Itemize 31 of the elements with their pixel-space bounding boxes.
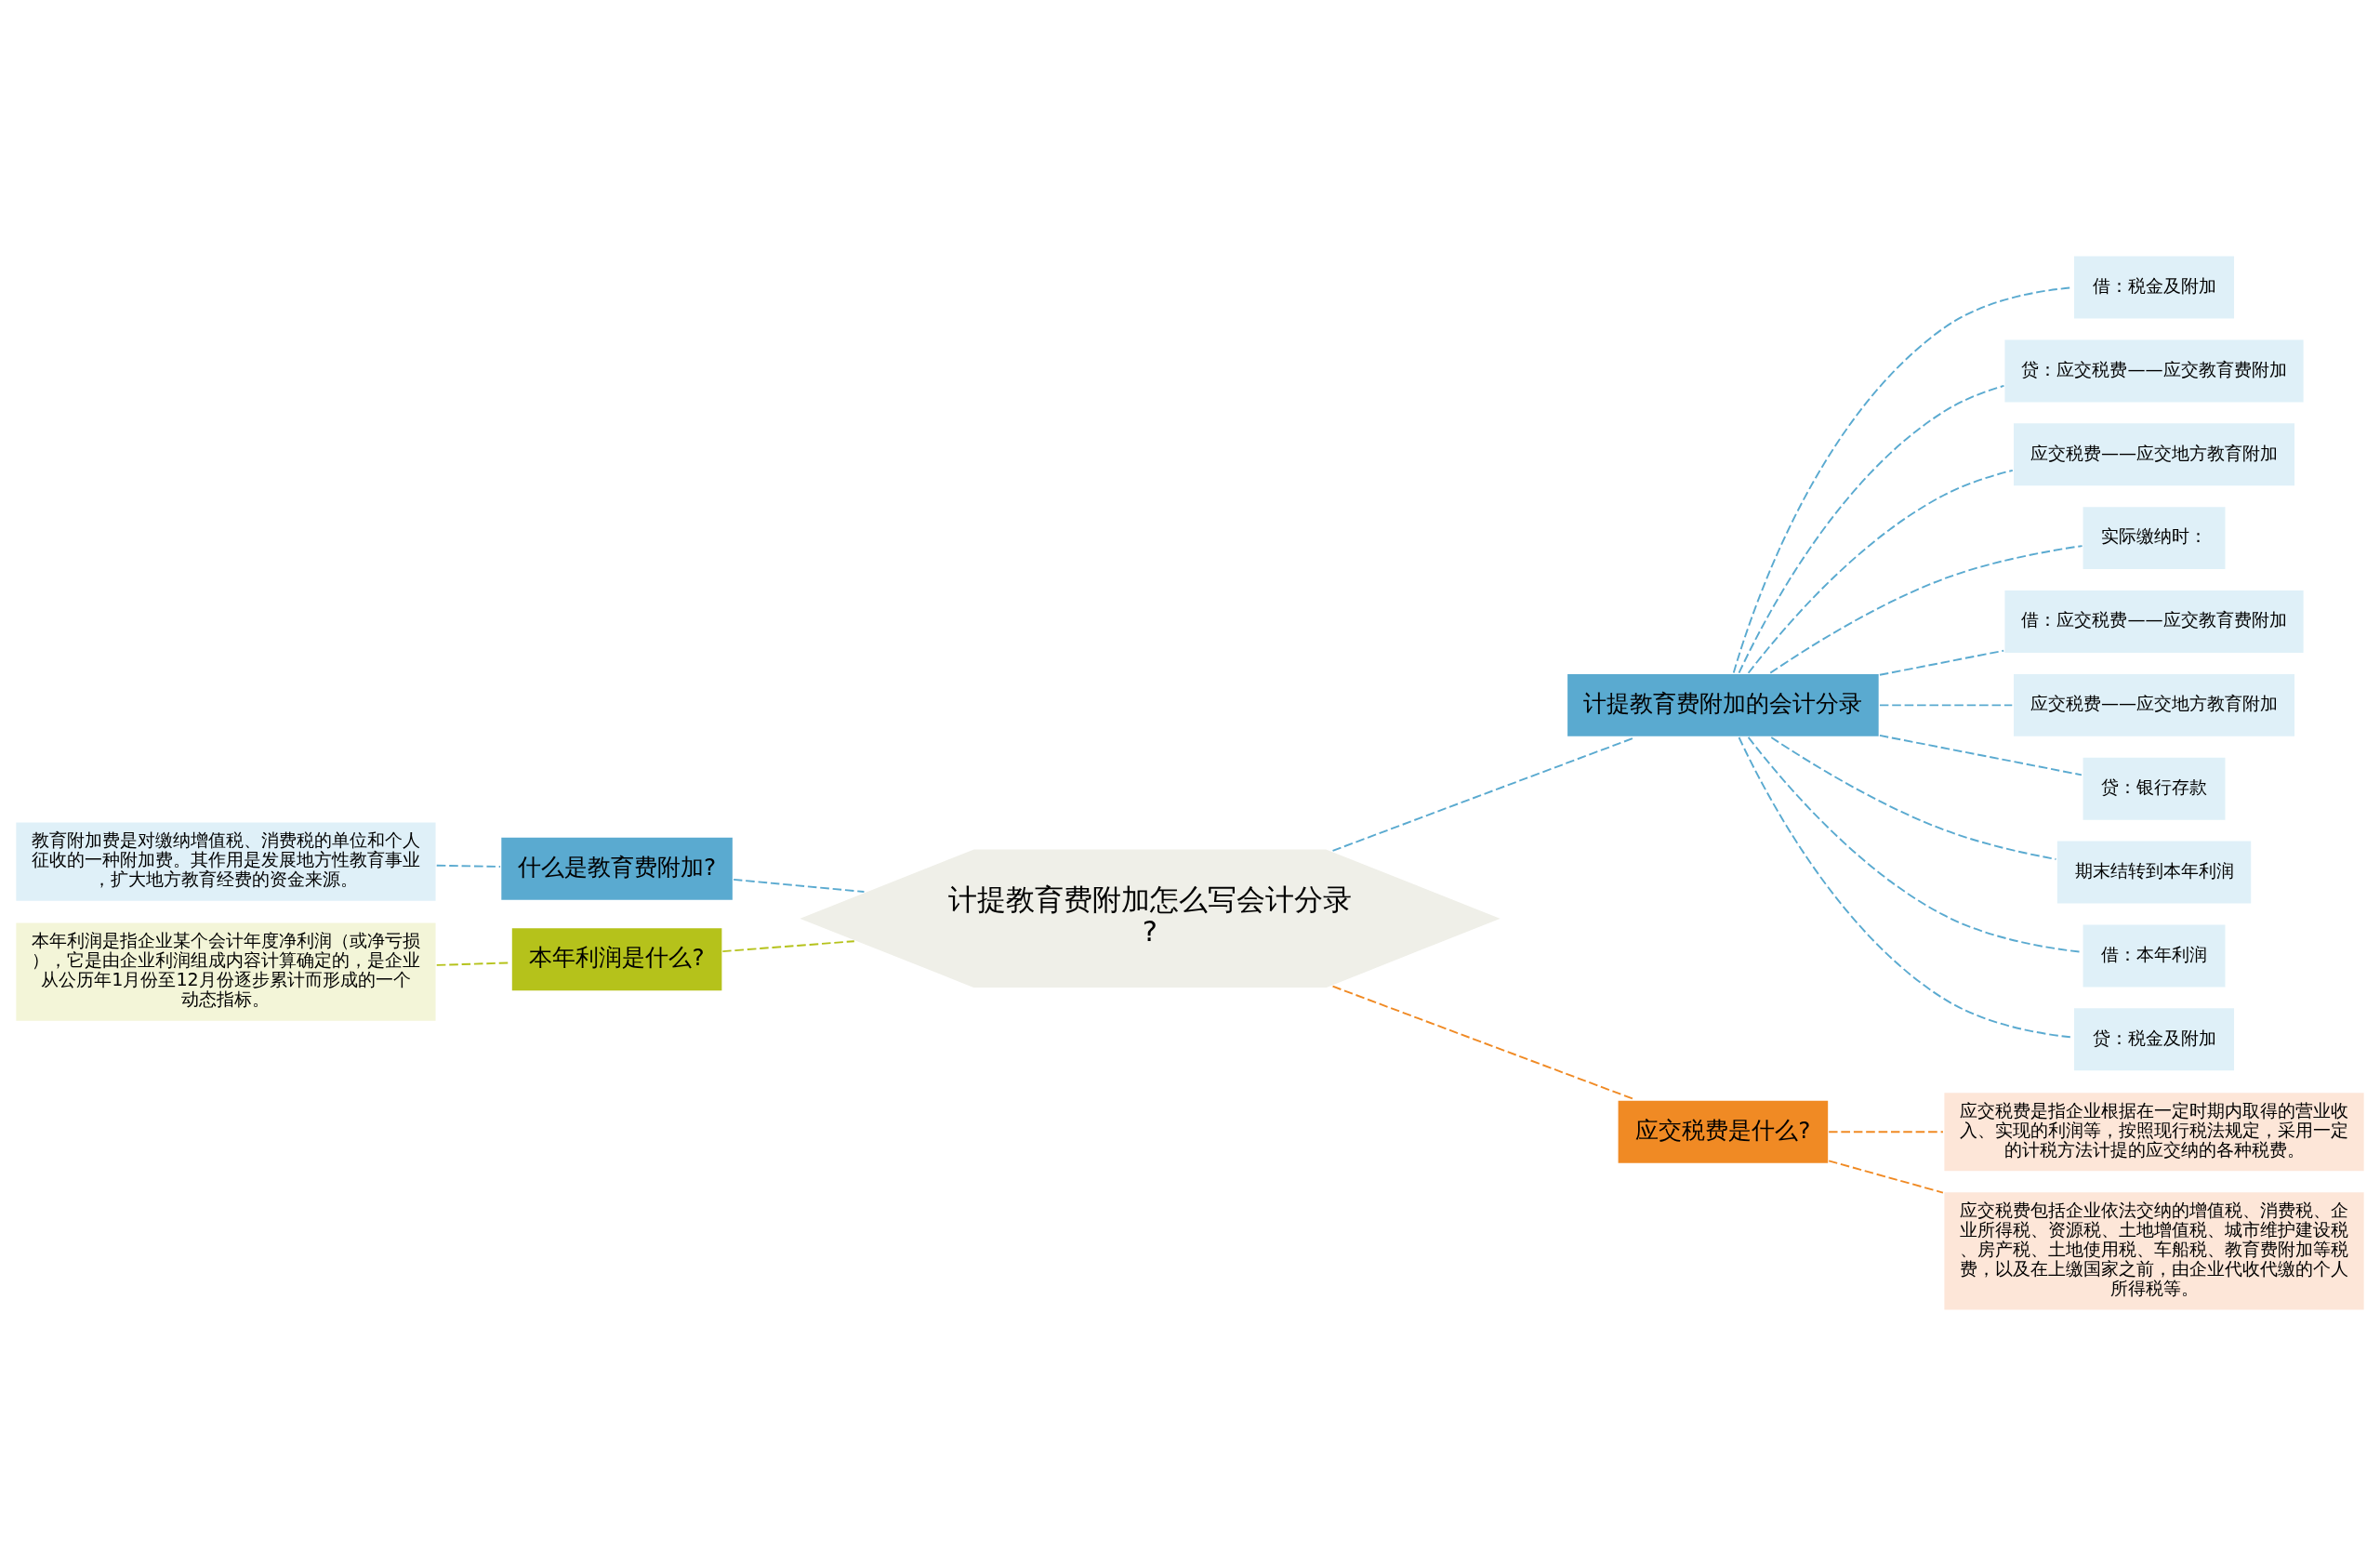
- node-box: 计提教育费附加的会计分录: [1566, 671, 1881, 738]
- node-box: 教育附加费是对缴纳增值税、消费税的单位和个人征收的一种附加费。其作用是发展地方性教育事业，扩大地方教育经费的资金来源。: [14, 820, 438, 903]
- connector: [1770, 736, 2057, 860]
- node-box: 应交税费包括企业依法交纳的增值税、消费税、企业所得税、资源税、土地增值税、城市维护建设税、房产税、土地使用税、车船税、教育费附加等税费，以及在上缴国家之前，由企业代收代缴的个人所得税等。: [1942, 1189, 2366, 1311]
- node-box: 借：应交税费——应交教育费附加: [2003, 588, 2306, 655]
- node-box: 应交税费——应交地方教育附加: [2012, 671, 2296, 738]
- node-box: 应交税费——应交地方教育附加: [2012, 420, 2296, 487]
- connector: [1769, 544, 2083, 674]
- node-box: 本年利润是指企业某个会计年度净利润（或净亏损），它是由企业利润组成内容计算确定的，是企业从公历年1月份至12月份逐步累计而形成的一个动态指标。: [14, 921, 438, 1023]
- node-box: 实际缴纳时：: [2081, 504, 2228, 571]
- node-box: 期末结转到本年利润: [2055, 839, 2254, 905]
- connector: [1747, 469, 2014, 674]
- connector: [1747, 736, 2083, 953]
- node-box: 本年利润是什么?: [509, 925, 724, 992]
- node-box: 借：税金及附加: [2072, 254, 2236, 320]
- node-box: 什么是教育费附加?: [499, 835, 734, 902]
- node-box: 借：本年利润: [2081, 922, 2228, 988]
- connector: [1828, 1159, 1944, 1194]
- node-box: 贷：应交税费——应交教育费附加: [2003, 338, 2306, 404]
- connector: [1828, 1130, 1944, 1133]
- node-box: 应交税费是指企业根据在一定时期内取得的营业收入、实现的利润等，按照现行税法规定，采用一定的计税方法计提的应交纳的各种税费。: [1942, 1090, 2366, 1173]
- connector: [1879, 649, 2005, 676]
- connector: [721, 939, 855, 952]
- node-box: 贷：银行存款: [2081, 755, 2228, 822]
- connector: [1879, 734, 2082, 776]
- node-box: 贷：税金及附加: [2072, 1005, 2236, 1072]
- connector: [435, 864, 502, 868]
- node-box: 应交税费是什么?: [1616, 1098, 1831, 1165]
- connector: [733, 878, 866, 893]
- connector: [1879, 703, 2014, 706]
- connector: [1738, 384, 2005, 674]
